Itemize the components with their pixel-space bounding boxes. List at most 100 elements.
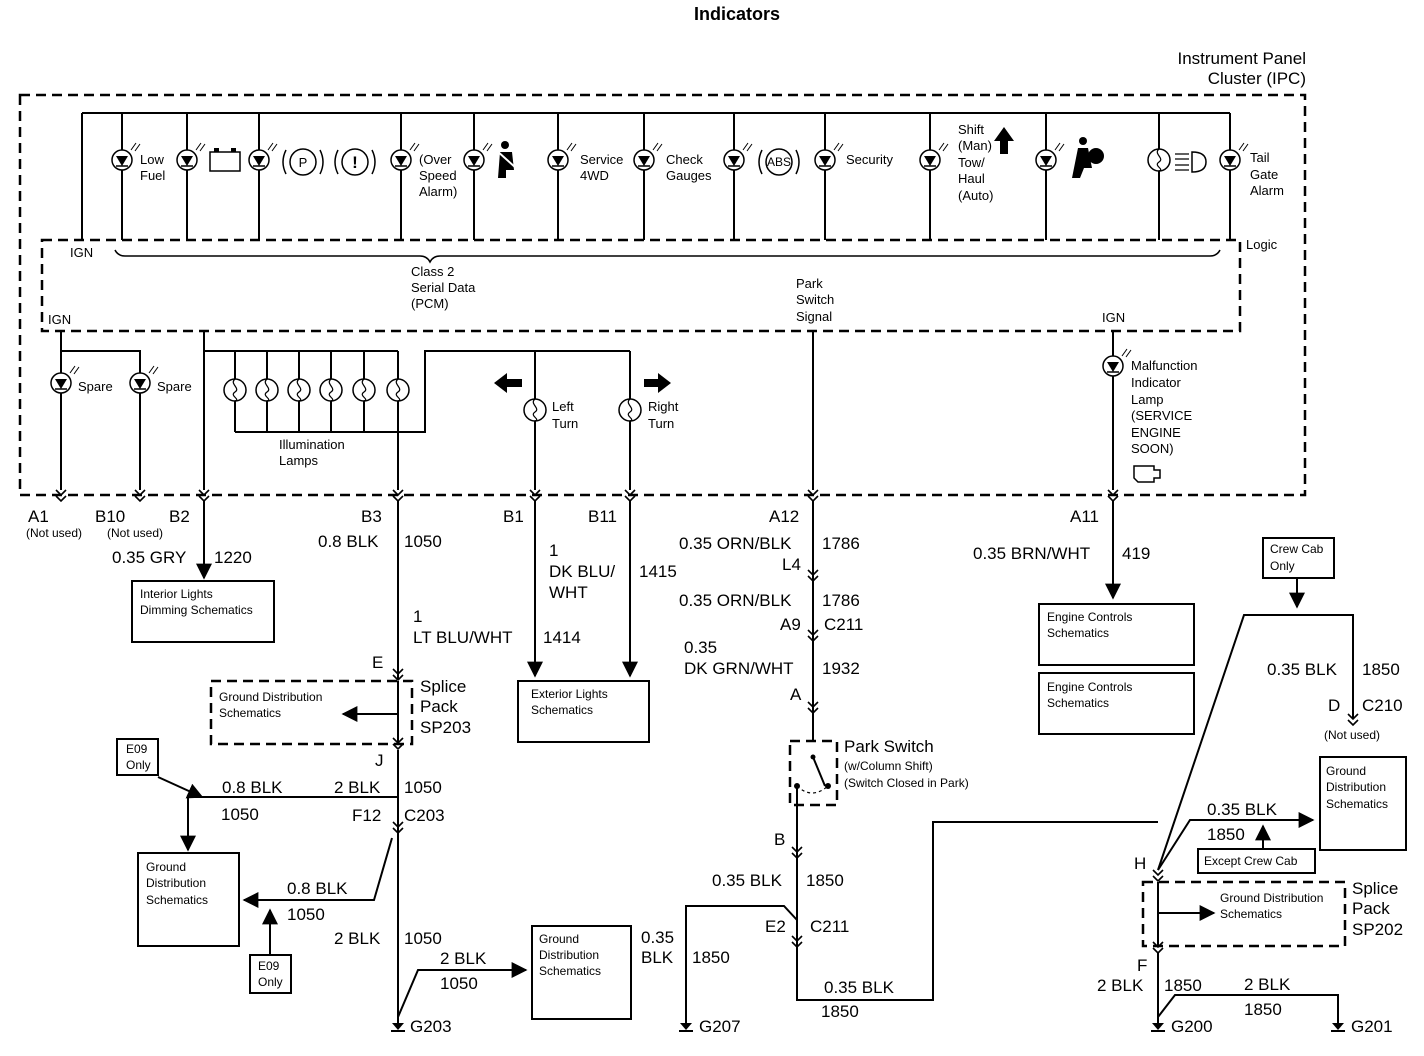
crew-only-line1: Crew Cab — [1270, 542, 1324, 556]
tail-gate-lamp-icon — [1219, 142, 1249, 171]
module-name-line1: Instrument Panel — [1177, 49, 1306, 68]
sp202-line3: SP202 — [1352, 920, 1403, 939]
gd-sp202-line2: Schematics — [1220, 907, 1282, 921]
conn-c210: C210 — [1362, 696, 1403, 715]
ground-g203: G203 — [410, 1017, 452, 1036]
ipc-logic-outline — [40, 238, 1242, 333]
wire-blk035b-circuit: 1850 — [821, 1002, 859, 1021]
exterior-line2: Schematics — [531, 703, 593, 717]
wire-r-blk035: 0.35 BLK — [1207, 800, 1278, 819]
left-turn-arrow-icon — [494, 373, 522, 393]
wire-orn1-circuit: 1786 — [822, 534, 860, 553]
gd-mid-line2: Distribution — [539, 948, 599, 962]
mil-line2: Indicator — [1131, 375, 1182, 390]
gd-mid-line1: Ground — [539, 932, 579, 946]
engine-controls-box-2[interactable] — [1038, 672, 1195, 735]
mil-line3: Lamp — [1131, 392, 1164, 407]
ground-g207: G207 — [699, 1017, 741, 1036]
e09b-line2: Only — [258, 975, 283, 989]
interior-lights-box[interactable] — [131, 580, 275, 643]
abs-symbol-text: ABS — [767, 155, 791, 169]
gd-right-box[interactable] — [1319, 756, 1407, 851]
sp202-line1: Splice — [1352, 879, 1398, 898]
pin-a11: A11 — [1070, 507, 1099, 526]
left-turn-lamp-icon — [523, 398, 547, 422]
exterior-lights-box[interactable] — [517, 680, 650, 743]
seatbelt-lamp-icon — [463, 142, 493, 171]
p-symbol: P — [299, 155, 308, 170]
wire-blk2c-circuit: 1050 — [440, 974, 478, 993]
service-4wd-line1: Service — [580, 152, 623, 167]
conn-c203: C203 — [404, 806, 445, 825]
pin-a12: A12 — [769, 507, 799, 526]
wire-blk08: 0.8 BLK — [318, 532, 379, 551]
wire-gry: 0.35 GRY — [112, 548, 186, 567]
right-turn-lamp-icon — [618, 398, 642, 422]
left-turn-line2: Turn — [552, 416, 578, 431]
gd-sp203-line1: Ground Distribution — [219, 690, 322, 704]
conn-f12: F12 — [352, 806, 381, 825]
spare1-label: Spare — [78, 379, 113, 394]
wire-blk035a: 0.35 BLK — [712, 871, 783, 890]
c210-note: (Not used) — [1324, 728, 1380, 742]
conn-b: B — [774, 830, 785, 849]
over-speed-line1: (Over — [419, 152, 452, 167]
gd-mid-line3: Schematics — [539, 964, 601, 978]
right-turn-line1: Right — [648, 399, 679, 414]
e09-note-b — [249, 954, 292, 994]
right-turn-line2: Turn — [648, 416, 674, 431]
exterior-line1: Exterior Lights — [531, 687, 608, 701]
over-speed-lamp-icon — [390, 142, 420, 171]
abs-lamp-icon — [723, 142, 753, 171]
shift-line3: Tow/ — [958, 155, 985, 170]
ign-top-label: IGN — [70, 245, 93, 260]
spare1-lamp-icon — [50, 365, 80, 394]
conn-j: J — [375, 751, 384, 770]
except-crew-note — [1197, 848, 1316, 874]
gd-left-box[interactable] — [137, 852, 240, 947]
left-turn-line1: Left — [552, 399, 574, 414]
park-signal-line3: Signal — [796, 309, 832, 324]
pin-a1-note: (Not used) — [26, 526, 82, 540]
pin-b1: B1 — [503, 507, 524, 526]
low-fuel-lamp-icon — [111, 142, 141, 171]
wire-orn2: 0.35 ORN/BLK — [679, 591, 792, 610]
wire-blk2a-circuit: 1050 — [404, 778, 442, 797]
wire-blk2c: 2 BLK — [440, 949, 487, 968]
wire-dkblu-3: WHT — [549, 583, 588, 602]
ign-left-label: IGN — [48, 312, 71, 327]
engine2-line2: Schematics — [1047, 696, 1109, 710]
pin-a1: A1 — [28, 507, 49, 526]
sp203-outline — [209, 679, 414, 746]
ipc-outline — [18, 93, 1307, 497]
wire-dkblu-1: 1 — [549, 541, 558, 560]
wire-orn1: 0.35 ORN/BLK — [679, 534, 792, 553]
shift-line2: (Man) — [958, 138, 992, 153]
wire-r-blk2-circuit: 1850 — [1164, 976, 1202, 995]
park-switch-line3: (Switch Closed in Park) — [844, 776, 969, 790]
class2-line1: Class 2 — [411, 264, 454, 279]
brake-park-lamp-icon — [248, 142, 278, 171]
spare2-lamp-icon — [129, 365, 159, 394]
gd-mid-box[interactable] — [531, 925, 632, 1020]
pin-b2: B2 — [169, 507, 190, 526]
e09b-line1: E09 — [258, 959, 280, 973]
engine-controls-box-1[interactable] — [1038, 603, 1195, 666]
gd-right-line3: Schematics — [1326, 797, 1388, 811]
shift-line5: (Auto) — [958, 188, 993, 203]
brake-warning-symbol-icon: ! — [334, 148, 376, 176]
wire-r-blk2b: 2 BLK — [1244, 975, 1291, 994]
wire-g207-circuit: 1850 — [692, 948, 730, 967]
logic-label: Logic — [1246, 237, 1278, 252]
interior-line1: Interior Lights — [140, 587, 213, 601]
abs-symbol-icon: ABS — [758, 148, 800, 176]
mil-line5: ENGINE — [1131, 425, 1181, 440]
illum-lamp-6-icon — [386, 378, 410, 402]
wire-blk08b: 0.8 BLK — [287, 879, 348, 898]
tail-gate-line2: Gate — [1250, 167, 1278, 182]
mil-line6: SOON) — [1131, 441, 1174, 456]
shift-lamp-icon — [919, 142, 949, 171]
sp203-line3: SP203 — [420, 718, 471, 737]
sp202-outline — [1141, 880, 1347, 948]
diagram-title: Indicators — [694, 4, 780, 24]
